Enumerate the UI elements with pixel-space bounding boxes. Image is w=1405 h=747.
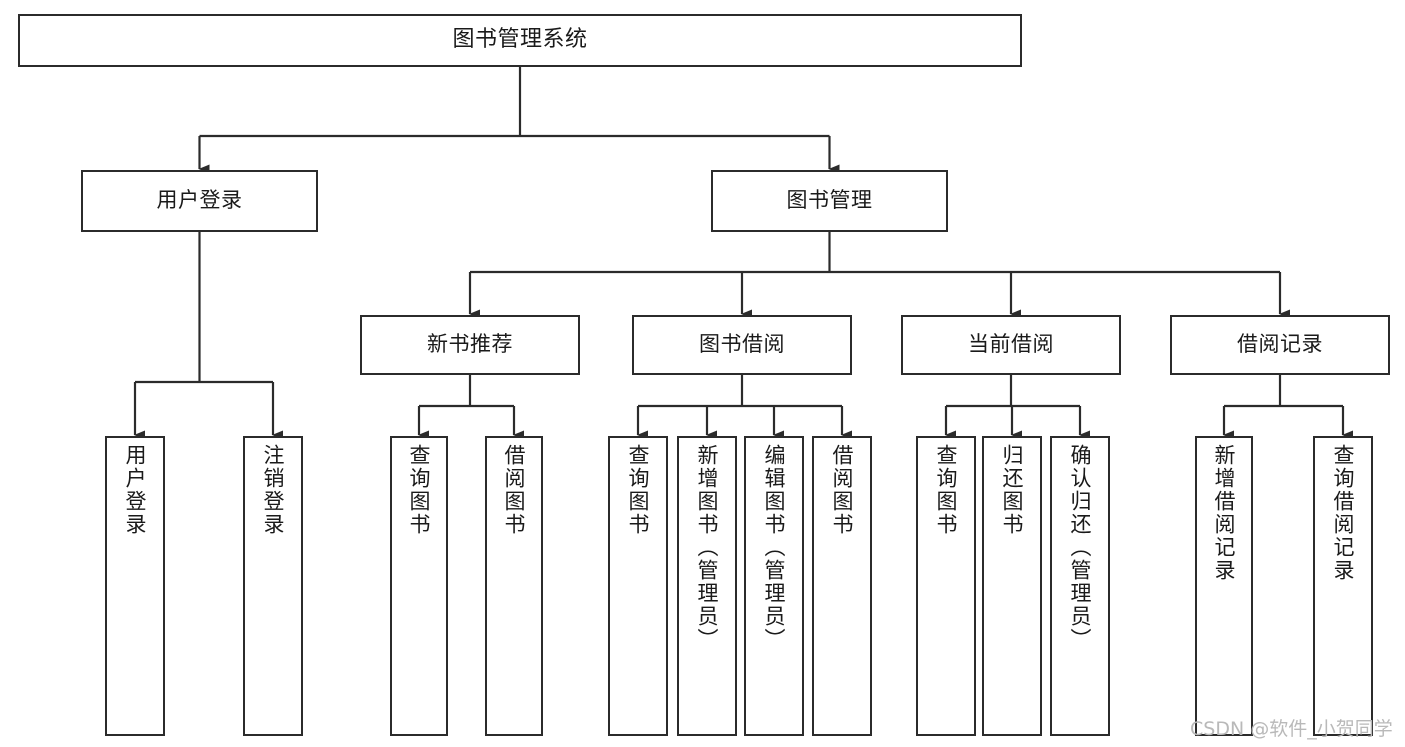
- node-n-newrec[interactable]: 新书推荐: [360, 315, 580, 375]
- node-n-records[interactable]: 借阅记录: [1170, 315, 1390, 375]
- node-l-query1[interactable]: 查询图书: [390, 436, 448, 736]
- node-l-addbook[interactable]: 新增图书（管理员）: [677, 436, 737, 736]
- node-label: 新书推荐: [427, 332, 513, 357]
- node-label: 借阅记录: [1237, 332, 1323, 357]
- node-l-confirm[interactable]: 确认归还（管理员）: [1050, 436, 1110, 736]
- node-label: 查询借阅记录: [1331, 444, 1356, 582]
- node-label: 图书管理系统: [452, 27, 588, 53]
- node-l-addrec[interactable]: 新增借阅记录: [1195, 436, 1253, 736]
- node-label: 编辑图书（管理员）: [762, 444, 787, 651]
- node-l-queryrec[interactable]: 查询借阅记录: [1313, 436, 1373, 736]
- node-label: 查询图书: [407, 444, 432, 536]
- node-l-borrow1[interactable]: 借阅图书: [485, 436, 543, 736]
- node-root[interactable]: 图书管理系统: [18, 14, 1022, 67]
- edge-paths: [133, 67, 1353, 440]
- node-l-editbook[interactable]: 编辑图书（管理员）: [744, 436, 804, 736]
- node-l-query2[interactable]: 查询图书: [608, 436, 668, 736]
- node-label: 查询图书: [626, 444, 651, 536]
- node-label: 新增图书（管理员）: [695, 444, 720, 651]
- node-n-bookmgmt[interactable]: 图书管理: [711, 170, 948, 232]
- node-l-borrow2[interactable]: 借阅图书: [812, 436, 872, 736]
- node-label: 图书借阅: [699, 332, 785, 357]
- node-label: 确认归还（管理员）: [1068, 444, 1093, 651]
- node-label: 借阅图书: [830, 444, 855, 536]
- node-l-return[interactable]: 归还图书: [982, 436, 1042, 736]
- node-label: 用户登录: [123, 444, 148, 536]
- node-n-current[interactable]: 当前借阅: [901, 315, 1121, 375]
- node-l-query3[interactable]: 查询图书: [916, 436, 976, 736]
- node-label: 注销登录: [261, 444, 286, 536]
- node-l-logout[interactable]: 注销登录: [243, 436, 303, 736]
- node-label: 借阅图书: [502, 444, 527, 536]
- node-label: 查询图书: [934, 444, 959, 536]
- node-label: 当前借阅: [968, 332, 1054, 357]
- node-label: 用户登录: [156, 188, 243, 213]
- node-label: 新增借阅记录: [1212, 444, 1237, 582]
- node-label: 归还图书: [1000, 444, 1025, 536]
- node-n-borrow[interactable]: 图书借阅: [632, 315, 852, 375]
- node-n-login[interactable]: 用户登录: [81, 170, 318, 232]
- node-label: 图书管理: [786, 188, 873, 213]
- node-l-login[interactable]: 用户登录: [105, 436, 165, 736]
